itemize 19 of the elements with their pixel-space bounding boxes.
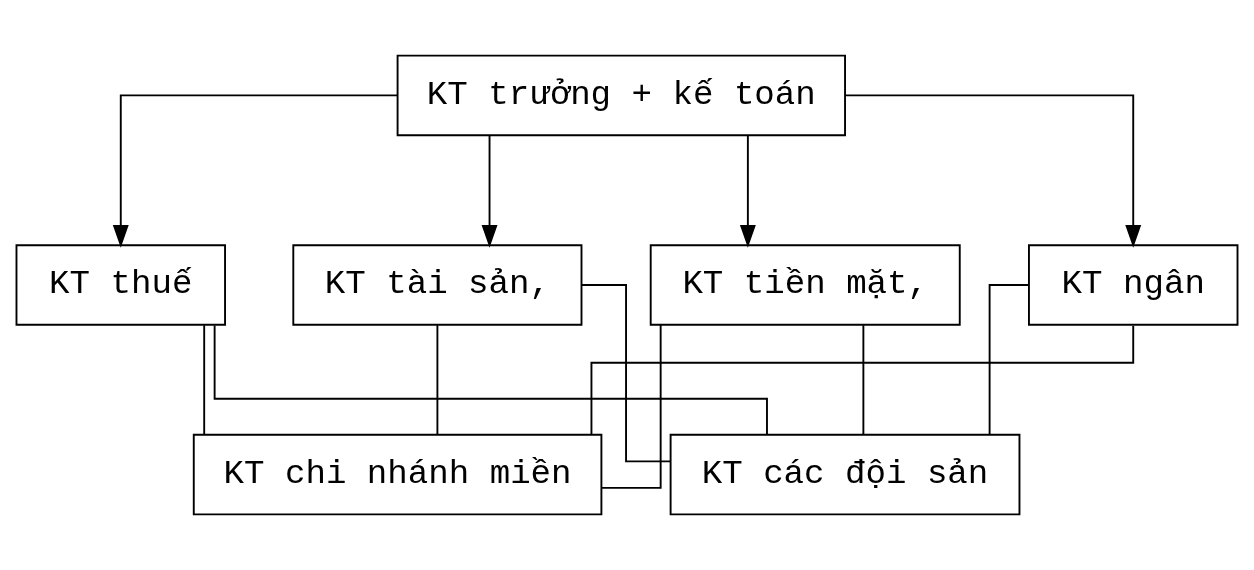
connector [862, 324, 865, 436]
node-box: KT trưởng + kế toán [396, 54, 846, 137]
connector [213, 324, 768, 435]
arrow [739, 134, 756, 248]
connector [203, 324, 206, 436]
node-box: KT ngân [1028, 244, 1239, 326]
node-box: KT chi nhánh miền [192, 433, 603, 516]
node-box: KT tài sản, [292, 244, 583, 326]
arrow [481, 134, 498, 248]
node-box: KT tiền mặt, [649, 244, 961, 326]
arrow [112, 94, 399, 248]
arrow [844, 94, 1142, 248]
node-box: KT thuế [15, 244, 226, 326]
connector [580, 284, 672, 463]
connector [436, 324, 439, 436]
node-box: KT các đội sản [669, 433, 1021, 516]
connector [600, 324, 662, 489]
connector [988, 284, 1030, 436]
connector [590, 324, 1135, 436]
